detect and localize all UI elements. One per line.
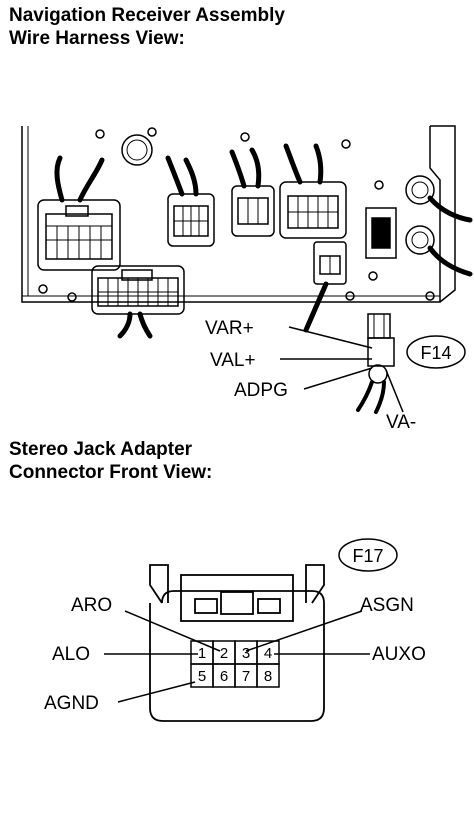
pin-7: 7 (242, 668, 250, 685)
f17-badge: F17 (338, 538, 398, 572)
pin-2: 2 (220, 645, 228, 662)
title-line-3: Stereo Jack Adapter (9, 439, 193, 460)
va-minus-label: VA- (386, 412, 416, 433)
f17-pin-grid: 1 2 3 4 5 6 7 8 (190, 640, 280, 688)
alo-label: ALO (52, 644, 90, 665)
pin-3: 3 (242, 645, 250, 662)
var-plus-label: VAR+ (205, 318, 254, 339)
pin-cell-8 (256, 663, 280, 688)
f17-connector-body (149, 564, 325, 722)
auxo-label: AUXO (372, 644, 426, 665)
f17-code: F17 (352, 546, 383, 566)
pin-6: 6 (220, 668, 228, 685)
title-line-1: Navigation Receiver Assembly (9, 5, 285, 26)
f14-code: F14 (420, 343, 451, 363)
pin-5: 5 (198, 668, 206, 685)
f14-badge: F14 (406, 335, 466, 369)
f14-leader-lines (280, 326, 404, 413)
title-line-4: Connector Front View: (9, 462, 213, 483)
front-view-title: Stereo Jack Adapter Connector Front View… (9, 438, 212, 484)
val-plus-label: VAL+ (210, 350, 256, 371)
pin-1: 1 (198, 645, 206, 662)
asgn-label: ASGN (360, 595, 414, 616)
receiver-unit-drawing (21, 125, 473, 414)
adpg-label: ADPG (234, 380, 288, 401)
agnd-label: AGND (44, 693, 99, 714)
f17-leader-lines (104, 610, 370, 703)
pin-8: 8 (264, 668, 272, 685)
harness-view-title: Navigation Receiver Assembly Wire Harnes… (9, 4, 285, 50)
aro-label: ARO (71, 595, 112, 616)
title-line-2: Wire Harness View: (9, 28, 185, 49)
pin-4: 4 (264, 645, 272, 662)
